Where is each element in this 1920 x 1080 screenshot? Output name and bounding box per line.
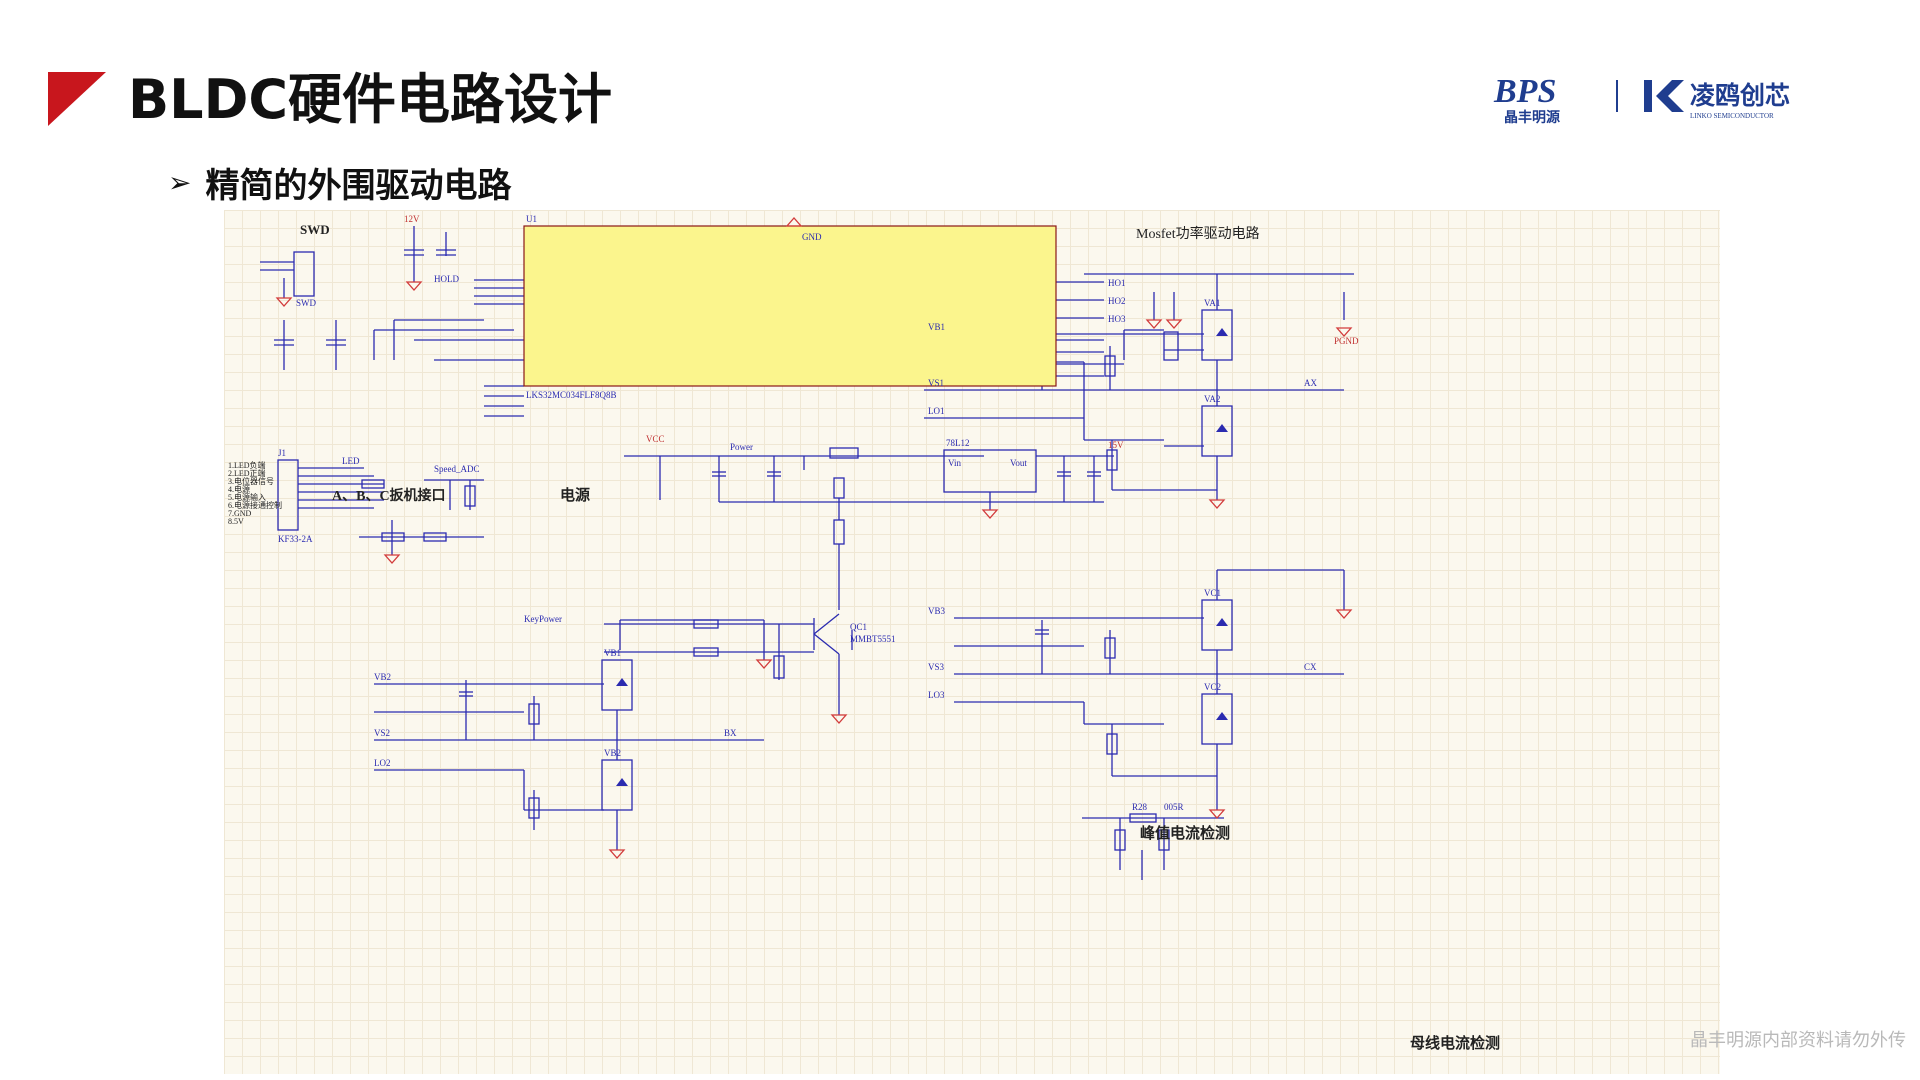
net-label-9: HO2: [1108, 296, 1126, 306]
interface-pin-1: 2.LED正端: [228, 468, 266, 478]
label-interface: A、B、C扳机接口: [332, 487, 446, 504]
part-3: MMBT5551: [850, 634, 896, 644]
part-5: Vin: [948, 458, 961, 468]
net-label-7: Speed_ADC: [434, 464, 480, 474]
schematic-canvas: SWD A、B、C扳机接口 电源 Mosfet功率驱动电路 峰值电流检测 母线电…: [228, 214, 1500, 1052]
net-label-14: AX: [1304, 378, 1317, 388]
net-label-20: VS1: [928, 378, 944, 388]
net-label-8: HO1: [1108, 278, 1126, 288]
accent-triangle-icon: [48, 72, 106, 126]
net-label-22: VS3: [928, 662, 945, 672]
mosfet-1: VA2: [1204, 394, 1220, 404]
partner-logo-cn: 凌鸥创芯: [1690, 81, 1790, 110]
page-title: BLDC硬件电路设计: [128, 68, 613, 131]
chip-part: LKS32MC034FLF8Q8B: [526, 390, 617, 400]
part-6: Vout: [1010, 458, 1027, 468]
bps-logo-cn: 晶丰明源: [1504, 109, 1560, 126]
interface-pin-6: 7.GND: [228, 509, 252, 518]
mosfet-3: VB2: [604, 748, 621, 758]
label-bus-current: 母线电流检测: [1410, 1034, 1500, 1052]
part-7: KF33-2A: [278, 534, 313, 544]
bps-logo-mark: BPS: [1493, 73, 1556, 110]
confidential-watermark: 晶丰明源内部资料请勿外传: [1690, 1030, 1906, 1051]
net-label-11: LO1: [928, 406, 945, 416]
chip-ref: U1: [526, 214, 537, 224]
net-label-19: VB3: [928, 606, 946, 616]
net-label-16: CX: [1304, 662, 1317, 672]
interface-pin-2: 3.电位器信号: [228, 476, 274, 486]
mosfet-5: VC2: [1204, 682, 1221, 692]
bullet-arrow-icon: ➢: [168, 165, 192, 199]
part-4: 78L12: [946, 438, 970, 448]
brand-logos: BPS 晶丰明源 凌鸥创芯 LINKO SEMICONDUCTOR: [1493, 73, 1790, 126]
label-power: 电源: [560, 486, 590, 504]
interface-pin-3: 4.电源: [228, 484, 250, 494]
section-subtitle: 精简的外围驱动电路: [205, 165, 512, 206]
interface-pin-4: 5.电源输入: [228, 492, 266, 502]
label-swd: SWD: [300, 222, 330, 237]
net-label-3: GND: [802, 232, 822, 242]
interface-pin-0: 1.LED负端: [228, 460, 266, 470]
net-label-10: HO3: [1108, 314, 1126, 324]
interface-pin-7: 8.5V: [228, 517, 244, 526]
net-label-0: VCC: [646, 434, 665, 444]
net-label-24: Power: [730, 442, 753, 452]
bullet-row: ➢ 精简的外围驱动电路: [168, 160, 512, 206]
label-mosfet: Mosfet功率驱动电路: [1136, 225, 1260, 242]
part-0: SWD: [296, 298, 317, 308]
net-label-5: HOLD: [434, 274, 459, 284]
partner-logo-en: LINKO SEMICONDUCTOR: [1690, 112, 1774, 120]
net-label-6: KeyPower: [524, 614, 562, 624]
net-label-21: VS2: [374, 728, 390, 738]
part-2: QC1: [850, 622, 867, 632]
part-9: 005R: [1164, 802, 1184, 812]
interface-pin-5: 6.电源接通控制: [228, 500, 282, 510]
mosfet-4: VC1: [1204, 588, 1221, 598]
linko-logo-icon: [1644, 80, 1684, 112]
net-label-23: LED: [342, 456, 360, 466]
part-1: J1: [278, 448, 286, 458]
label-peak-current: 峰值电流检测: [1140, 824, 1230, 842]
schematic-diagram: SWD A、B、C扳机接口 电源 Mosfet功率驱动电路 峰值电流检测 母线电…: [224, 210, 1720, 1074]
net-label-1: 12V: [404, 214, 420, 224]
mosfet-0: VA1: [1204, 298, 1220, 308]
net-label-2: 15V: [1108, 440, 1124, 450]
net-label-13: LO3: [928, 690, 945, 700]
net-label-17: VB1: [928, 322, 945, 332]
net-label-4: PGND: [1334, 336, 1359, 346]
part-8: R28: [1132, 802, 1148, 812]
mosfet-2: VB1: [604, 648, 621, 658]
net-label-15: BX: [724, 728, 737, 738]
net-label-12: LO2: [374, 758, 391, 768]
logo-divider: [1616, 80, 1618, 112]
net-label-18: VB2: [374, 672, 391, 682]
